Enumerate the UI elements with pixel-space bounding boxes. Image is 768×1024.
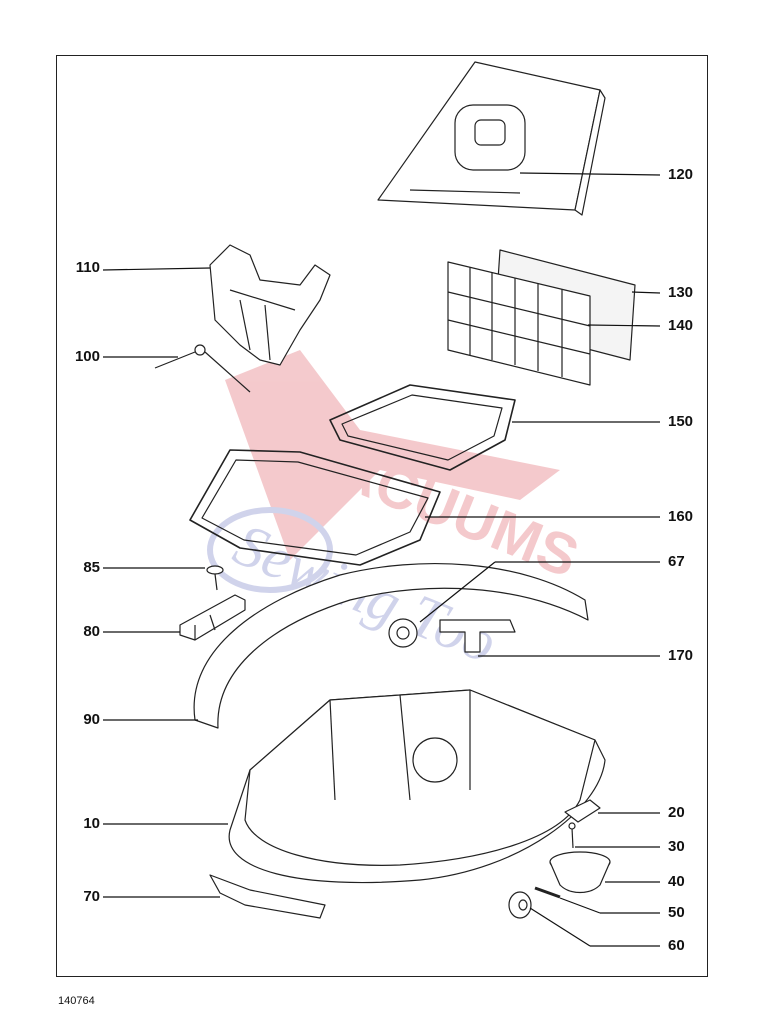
label-67: 67 — [668, 553, 685, 570]
valve-part-67 — [388, 618, 418, 648]
label-90: 90 — [83, 711, 100, 728]
wheel-part-40 — [549, 851, 611, 894]
label-120: 120 — [668, 166, 694, 183]
watermark-ring — [207, 507, 333, 593]
roller-part-60 — [508, 891, 532, 919]
bag-holder-part-110 — [209, 244, 331, 366]
leader-140 — [587, 324, 661, 327]
frame-seal-part-160 — [189, 449, 441, 566]
axle-part-50 — [534, 886, 561, 899]
label-130: 130 — [668, 284, 694, 301]
label-160: 160 — [668, 508, 694, 525]
label-150: 150 — [668, 413, 694, 430]
diagram-frame — [56, 55, 708, 977]
bumper-part-90 — [193, 563, 589, 729]
pin-part-30 — [568, 822, 576, 849]
label-85: 85 — [83, 559, 100, 576]
bracket-part-20 — [564, 799, 601, 823]
label-110: 110 — [75, 259, 100, 276]
label-140: 140 — [668, 317, 694, 334]
tube-part-170 — [439, 619, 516, 653]
gasket-part-150 — [329, 384, 516, 471]
label-170: 170 — [668, 647, 694, 664]
leader-67 — [419, 561, 496, 623]
leader-130 — [631, 291, 661, 294]
leader-lines — [102, 172, 661, 947]
screw-part-85 — [206, 565, 224, 591]
label-30: 30 — [668, 838, 685, 855]
label-100: 100 — [74, 348, 100, 365]
spring-part-100 — [154, 344, 251, 393]
label-50: 50 — [668, 904, 685, 921]
label-20: 20 — [668, 804, 685, 821]
leader-110 — [102, 267, 211, 271]
latch-part-80 — [179, 594, 246, 641]
label-70: 70 — [83, 888, 100, 905]
label-40: 40 — [668, 873, 685, 890]
leader-120 — [519, 172, 661, 176]
leader-60 — [529, 907, 591, 947]
document-id: 140764 — [58, 995, 95, 1007]
housing-base-part-10 — [228, 689, 606, 884]
label-10: 10 — [83, 815, 100, 832]
dust-bag-part-120 — [377, 61, 606, 216]
front-bumper-part-70 — [209, 874, 326, 919]
label-60: 60 — [668, 937, 685, 954]
leader-50 — [559, 897, 601, 914]
label-80: 80 — [83, 623, 100, 640]
filter-grid-part-140 — [447, 261, 591, 386]
